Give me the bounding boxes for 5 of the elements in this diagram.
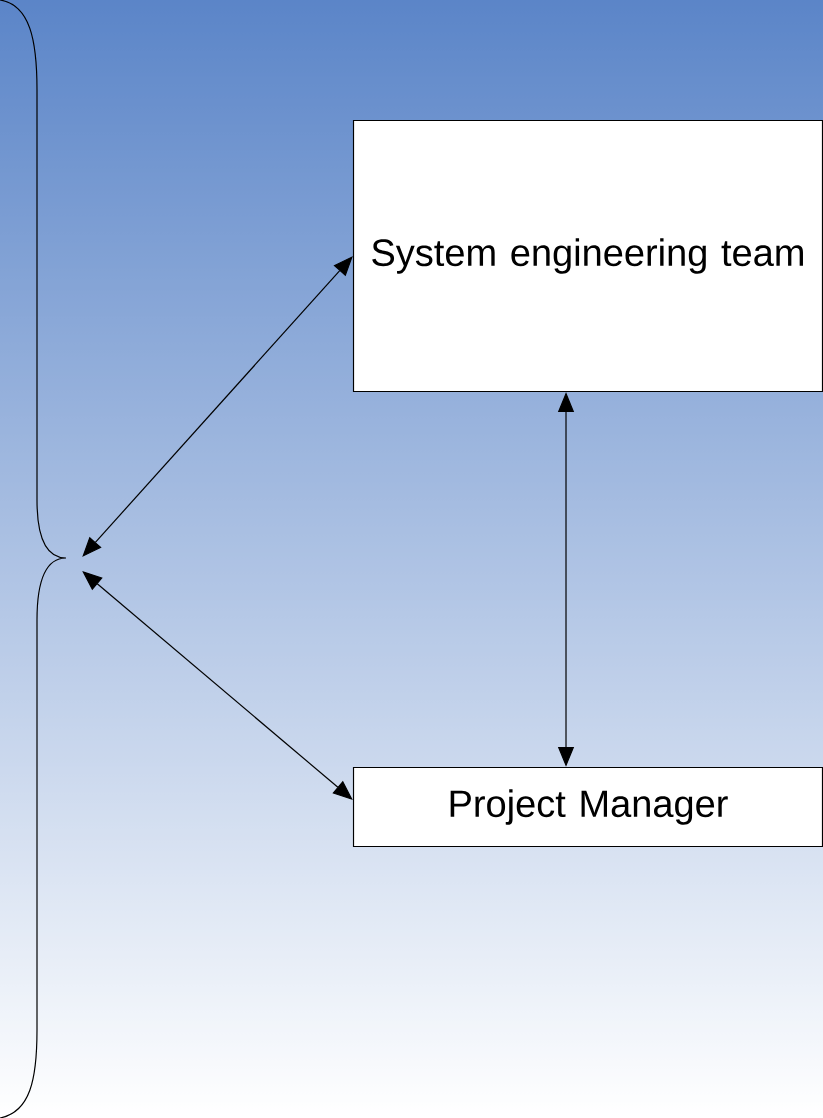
arrow — [82, 256, 353, 557]
brace — [0, 0, 67, 1118]
arrow — [82, 571, 353, 800]
team-box: System engineering team — [352, 119, 823, 393]
manager-box: Project Manager — [352, 766, 823, 848]
